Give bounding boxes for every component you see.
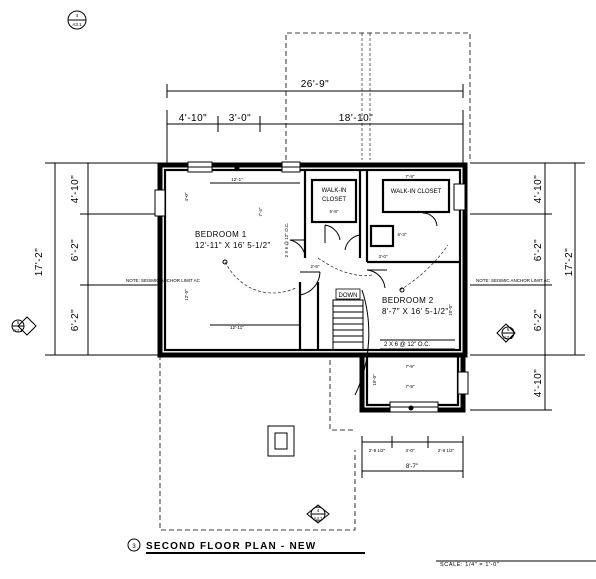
b1-left-dim: 12'-0" <box>184 289 189 301</box>
right-dimensions: 17'-2" 4'-10" 6'-2" 6'-2" 4'-10" <box>470 162 585 411</box>
bottom-dim-2: 3'-0" <box>406 448 415 453</box>
bedroom-2-size: 8'-7" X 16' 5-1/2" <box>382 307 449 316</box>
b1-top-dim: 12'-1" <box>231 177 243 182</box>
wall-note-right: NOTE: SEISMIC ANCHOR LIMIT AC <box>476 278 551 283</box>
scale-text: SCALE: 1/4" = 1'-0" <box>440 562 499 568</box>
b2-bottom-dim: 7'-9" <box>406 384 415 389</box>
bedroom-1-name: BEDROOM 1 <box>195 230 247 239</box>
wall-note-left: NOTE: SEISMIC ANCHOR LIMIT AC <box>126 278 201 283</box>
windows <box>154 161 469 413</box>
right-dim-1: 4'-10" <box>533 175 544 203</box>
plan-title: 3 SECOND FLOOR PLAN - NEW <box>127 538 365 554</box>
hall-dim: 6'-3" <box>398 232 407 237</box>
joist-note-b1: 2 X 6 @ 12" O.C. <box>284 223 289 258</box>
section-marker-right: 6 A3.1 <box>496 323 516 343</box>
top-dim-2: 3'-0" <box>229 113 251 124</box>
roof-outline-top <box>285 32 471 160</box>
left-overall-dim: 17'-2" <box>34 248 45 276</box>
b1-right-dim: 7'-4" <box>258 207 263 216</box>
section-marker-bottom-number: 4 <box>317 508 320 513</box>
electrical-runs <box>222 244 449 294</box>
plan-title-text: SECOND FLOOR PLAN - NEW <box>146 541 316 552</box>
bottom-dim-1: 2'-9 1/2" <box>369 448 386 453</box>
section-marker-left: 5 A3.1 <box>11 316 37 336</box>
left-dimensions: 17'-2" 4'-10" 6'-2" 6'-2" <box>34 162 160 356</box>
bedroom-2-name: BEDROOM 2 <box>382 296 434 305</box>
closet-1-line2: CLOSET <box>322 197 346 203</box>
closet-1-line1: WALK-IN <box>322 188 347 194</box>
section-marker-left-number: 5 <box>17 320 20 325</box>
interior-walls <box>298 170 460 350</box>
bedroom-2-label: BEDROOM 2 8'-7" X 16' 5-1/2" <box>382 296 449 316</box>
b2-left-dim: 10'-0" <box>372 374 377 386</box>
section-marker-bottom: 4 A3.1 <box>306 504 330 524</box>
b1-small-dim: 4'-0" <box>184 192 189 201</box>
b2-top-dim: 7'-9" <box>406 364 415 369</box>
bedroom-1-label: BEDROOM 1 12'-11" X 16' 5-1/2" <box>195 230 271 250</box>
top-dim-1: 4'-10" <box>179 113 207 124</box>
plan-title-number: 3 <box>132 544 136 550</box>
overall-width-dimension: 26'-9" <box>166 79 464 98</box>
doors <box>289 212 438 296</box>
joist-notes: 2 X 6 @ 12" O.C. 2 X 6 @ 12" O.C. <box>284 223 455 350</box>
left-dim-3: 6'-2" <box>70 309 81 331</box>
top-dim-3: 18'-10" <box>339 113 374 124</box>
section-marker-number: 4 <box>76 13 79 18</box>
short-dim: 3'-0" <box>379 254 388 259</box>
left-dim-2: 6'-2" <box>70 239 81 261</box>
section-marker-right-sheet: A3.1 <box>503 335 513 340</box>
b1-bottom-dim: 12'-11" <box>230 325 244 330</box>
bottom-dim-3: 2'-9 1/2" <box>438 448 455 453</box>
scale-note: SCALE: 1/4" = 1'-0" <box>436 560 596 568</box>
right-dim-4: 4'-10" <box>533 369 544 397</box>
left-dim-1: 4'-10" <box>70 175 81 203</box>
stair-label: DOWN <box>339 293 358 299</box>
closet2-top-dim: 7'-9" <box>406 174 415 179</box>
top-segment-dimensions: 4'-10" 3'-0" 18'-10" <box>166 110 464 165</box>
section-marker-sheet: A3.1 <box>72 22 82 27</box>
wall-notes: NOTE: SEISMIC ANCHOR LIMIT AC NOTE: SEIS… <box>126 278 551 283</box>
right-overall-dim: 17'-2" <box>564 248 575 276</box>
bedroom-1-size: 12'-11" X 16' 5-1/2" <box>195 241 271 250</box>
inner-dimensions: 12'-1" 12'-11" 12'-0" 7'-4" 4'-0" 5'-8" … <box>184 174 453 389</box>
bottom-dim-4: 8'-7" <box>406 464 418 470</box>
section-marker-bottom-sheet: A3.1 <box>313 516 323 521</box>
closet-top-dim: 5'-8" <box>330 209 339 214</box>
closet-2-text: WALK-IN CLOSET <box>391 189 442 195</box>
bottom-dimensions: 2'-9 1/2" 3'-0" 2'-9 1/2" 8'-7" <box>361 436 464 478</box>
right-dim-3: 6'-2" <box>533 309 544 331</box>
closet-1-label: WALK-IN CLOSET <box>322 188 347 203</box>
section-marker-left-sheet: A3.1 <box>13 328 23 333</box>
stair: DOWN <box>332 288 370 396</box>
closet-2-label: WALK-IN CLOSET <box>391 189 442 195</box>
b2-right-dim: 10'-0" <box>448 304 453 316</box>
lower-outline <box>159 355 356 531</box>
overall-width-label: 26'-9" <box>301 79 329 90</box>
small2-dim: 2'-6" <box>311 264 320 269</box>
joist-note-b2: 2 X 6 @ 12" O.C. <box>384 342 431 348</box>
section-marker-right-number: 6 <box>507 327 510 332</box>
right-dim-2: 6'-2" <box>533 239 544 261</box>
section-marker-top-left: 4 A3.1 <box>67 10 87 30</box>
